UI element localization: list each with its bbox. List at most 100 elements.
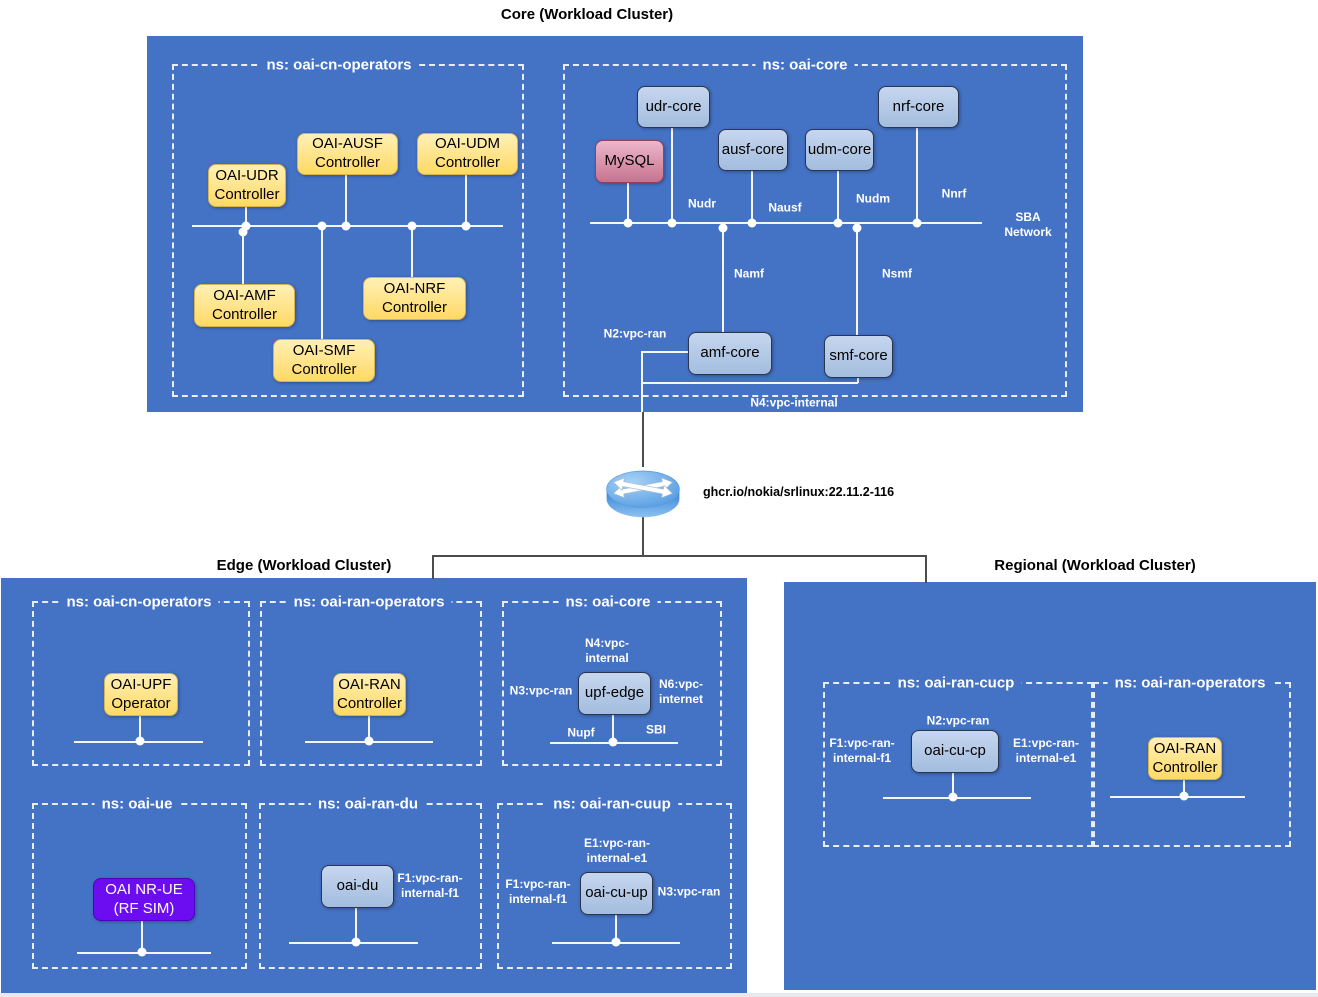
ns-edge-oai-core-title: ns: oai-core [558, 593, 658, 611]
junction-dot [852, 223, 862, 233]
smf-stub-line [857, 376, 859, 383]
label-edge-nupf: Nupf [567, 725, 595, 740]
ns-regional-ran-operators-title: ns: oai-ran-operators [1107, 674, 1273, 692]
stub-line [615, 913, 617, 942]
stub-line [139, 714, 141, 741]
stub-line [627, 181, 629, 222]
ns-edge-oai-ue-title: ns: oai-ue [94, 795, 180, 813]
junction-dot [137, 947, 147, 957]
n4-exit-line [641, 351, 643, 412]
label-cucp-e1: E1:vpc-ran- internal-e1 [1012, 736, 1080, 765]
node-oai-nrf-controller: OAI-NRF Controller [363, 277, 466, 320]
bus-line [1110, 796, 1245, 798]
junction-dot [623, 218, 633, 228]
label-namf: Namf [733, 266, 765, 281]
page-bottom-strip [0, 993, 1318, 997]
node-ausf-core: ausf-core [718, 129, 788, 171]
junction-dot [238, 227, 248, 237]
node-oai-udr-controller: OAI-UDR Controller [208, 164, 286, 207]
junction-dot [241, 221, 251, 231]
stub-line [345, 172, 347, 226]
junction-dot [135, 736, 145, 746]
junction-dot [948, 792, 958, 802]
node-udr-core: udr-core [637, 86, 710, 128]
stub-line [612, 713, 614, 742]
node-oai-cu-up: oai-cu-up [580, 872, 653, 915]
junction-dot [747, 218, 757, 228]
sba-bus-line [590, 222, 982, 224]
junction-dot [351, 937, 361, 947]
node-oai-nr-ue: OAI NR-UE (RF SIM) [93, 878, 195, 921]
stub-line [321, 226, 323, 339]
ns-edge-ran-du-title: ns: oai-ran-du [311, 795, 425, 813]
stub-line [141, 919, 143, 952]
label-cuup-n3: N3:vpc-ran [657, 884, 721, 899]
ns-edge-cn-operators-title: ns: oai-cn-operators [59, 593, 219, 611]
label-edge-n6: N6:vpc- internet [658, 677, 704, 706]
connector-line [642, 412, 644, 467]
ns-core-cn-operators-title: ns: oai-cn-operators [259, 56, 419, 74]
junction-dot [608, 737, 618, 747]
label-cucp-n2: N2:vpc-ran [926, 713, 990, 728]
node-mysql: MySQL [595, 140, 664, 183]
label-n2-vpc-ran: N2:vpc-ran [603, 326, 667, 341]
node-nrf-core: nrf-core [878, 86, 959, 128]
stub-line [1183, 778, 1185, 796]
stub-line [952, 771, 954, 797]
connector-line [925, 555, 927, 583]
label-nnrf: Nnrf [941, 186, 967, 201]
junction-dot [611, 937, 621, 947]
ns-edge-ran-operators-title: ns: oai-ran-operators [286, 593, 452, 611]
connector-line [642, 517, 644, 556]
edge-cluster-box [1, 578, 747, 994]
label-nsmf: Nsmf [881, 266, 913, 281]
core-cluster-title: Core (Workload Cluster) [500, 6, 674, 23]
label-edge-n3: N3:vpc-ran [509, 683, 573, 698]
node-smf-core: smf-core [824, 335, 893, 378]
node-udm-core: udm-core [805, 129, 874, 171]
ns-edge-ran-cuup-title: ns: oai-ran-cuup [546, 795, 678, 813]
node-oai-ran-controller-regional: OAI-RAN Controller [1148, 737, 1222, 780]
junction-dot [317, 221, 327, 231]
ns-core-oai-core-title: ns: oai-core [755, 56, 855, 74]
stub-line [368, 714, 370, 741]
ns-regional-ran-cucp-title: ns: oai-ran-cucp [890, 674, 1022, 692]
label-du-f1: F1:vpc-ran- internal-f1 [397, 871, 463, 900]
connector-line [432, 555, 926, 557]
label-n4-vpc-internal: N4:vpc-internal [750, 395, 838, 410]
stub-line [465, 172, 467, 226]
stub-line [916, 126, 918, 222]
label-edge-n4: N4:vpc- internal [584, 636, 630, 665]
label-nudr: Nudr [688, 196, 716, 211]
node-oai-udm-controller: OAI-UDM Controller [417, 133, 518, 175]
junction-dot [407, 221, 417, 231]
junction-dot [341, 221, 351, 231]
router-icon [606, 470, 680, 518]
node-amf-core: amf-core [688, 332, 772, 375]
label-nudm: Nudm [856, 191, 890, 206]
router-image-label: ghcr.io/nokia/srlinux:22.11.2-116 [703, 485, 895, 499]
nsmf-line [856, 224, 858, 335]
stub-line [245, 204, 247, 226]
junction-dot [833, 218, 843, 228]
stub-line [837, 169, 839, 222]
node-oai-smf-controller: OAI-SMF Controller [273, 339, 375, 382]
junction-dot [912, 218, 922, 228]
stub-line [355, 906, 357, 942]
node-oai-ran-controller-edge: OAI-RAN Controller [333, 673, 406, 716]
node-oai-upf-operator: OAI-UPF Operator [104, 673, 178, 716]
node-oai-du: oai-du [321, 865, 394, 908]
regional-cluster-title: Regional (Workload Cluster) [994, 557, 1196, 574]
node-upf-edge: upf-edge [578, 672, 651, 715]
edge-cluster-title: Edge (Workload Cluster) [216, 557, 392, 574]
stub-line [242, 226, 244, 284]
junction-dot [1179, 791, 1189, 801]
junction-dot [364, 736, 374, 746]
stub-line [671, 126, 673, 222]
label-cuup-f1: F1:vpc-ran- internal-f1 [505, 877, 571, 906]
amf-n2-line [642, 351, 688, 353]
label-nausf: Nausf [768, 200, 802, 215]
junction-dot [461, 221, 471, 231]
connector-line [432, 555, 434, 579]
